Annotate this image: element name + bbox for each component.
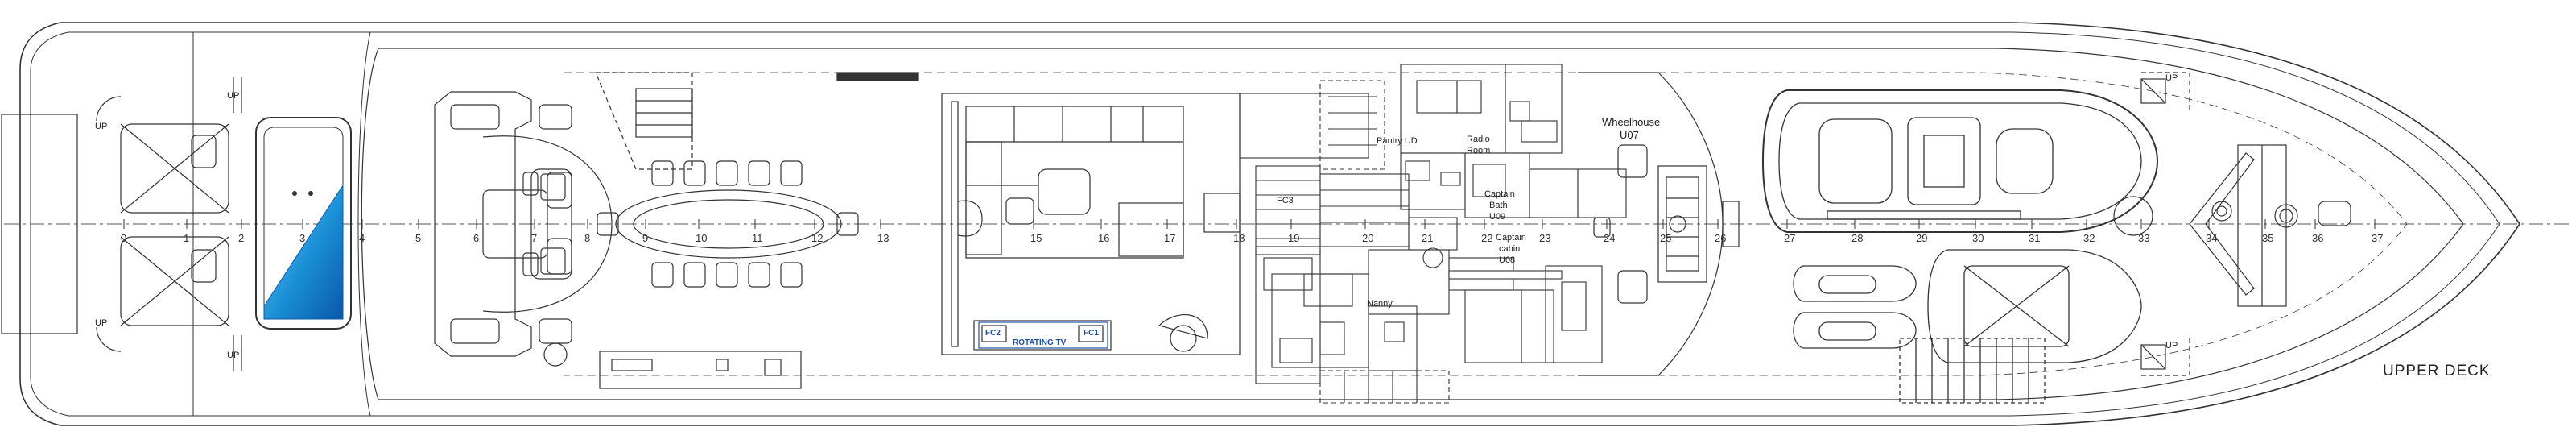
wheelhouse bbox=[1578, 72, 1740, 376]
room-code-wheelhouse: U07 bbox=[1620, 129, 1639, 141]
aft-stairs-bar bbox=[543, 72, 919, 389]
up-label: UP bbox=[227, 351, 239, 360]
frame-number: 12 bbox=[811, 232, 823, 244]
frame-number: 1 bbox=[184, 232, 189, 244]
room-label-radio-2: Room bbox=[1467, 146, 1490, 156]
frame-number: 34 bbox=[2206, 232, 2217, 244]
frame-number: 13 bbox=[877, 232, 889, 244]
aft-lounge bbox=[434, 91, 613, 357]
dining-area bbox=[597, 160, 859, 288]
room-code-captain-cabin: U08 bbox=[1499, 255, 1515, 265]
frame-number: 29 bbox=[1916, 232, 1927, 244]
rotating-tv-label: ROTATING TV bbox=[1013, 338, 1067, 347]
frame-number: 17 bbox=[1164, 232, 1175, 244]
frame-number: 11 bbox=[752, 232, 763, 244]
frame-number: 8 bbox=[584, 232, 590, 244]
frame-number: 25 bbox=[1660, 232, 1671, 244]
stern-area bbox=[1, 77, 242, 371]
up-arrow-labels: UP UP UP UP UP UP bbox=[95, 73, 2178, 360]
frame-number: 18 bbox=[1233, 232, 1245, 244]
frame-number: 5 bbox=[415, 232, 421, 244]
fc1-label: FC1 bbox=[1084, 329, 1099, 338]
frame-number: 26 bbox=[1715, 232, 1726, 244]
room-label-captain-cabin: Captain bbox=[1496, 233, 1526, 243]
crew-area bbox=[1319, 64, 1627, 404]
frame-number: 20 bbox=[1362, 232, 1373, 244]
room-label-pantry: Pantry UD bbox=[1377, 136, 1418, 146]
frame-number: 33 bbox=[2138, 232, 2149, 244]
frame-number: 4 bbox=[359, 232, 365, 244]
frame-number: 23 bbox=[1539, 232, 1550, 244]
frame-number: 24 bbox=[1604, 232, 1615, 244]
room-label-radio: Radio bbox=[1467, 135, 1490, 144]
frame-number: 0 bbox=[121, 232, 126, 244]
frame-number: 9 bbox=[642, 232, 648, 244]
frame-number: 31 bbox=[2029, 232, 2040, 244]
foredeck bbox=[2113, 72, 2351, 376]
fc3-label: FC3 bbox=[1277, 196, 1294, 205]
frame-number: 7 bbox=[531, 232, 537, 244]
hull-outline bbox=[19, 22, 2520, 426]
up-label: UP bbox=[2165, 341, 2178, 351]
frame-number: 3 bbox=[299, 232, 305, 244]
up-label: UP bbox=[227, 91, 239, 101]
frame-number: 16 bbox=[1098, 232, 1109, 244]
frame-number: 15 bbox=[1030, 232, 1042, 244]
central-stairs bbox=[1239, 80, 1450, 384]
frame-number: 37 bbox=[2372, 232, 2383, 244]
frame-number: 32 bbox=[2083, 232, 2095, 244]
frame-number: 21 bbox=[1422, 232, 1433, 244]
room-label-captain-cabin-2: cabin bbox=[1499, 244, 1520, 254]
up-label: UP bbox=[2165, 73, 2178, 83]
tender-garage bbox=[1761, 89, 2159, 404]
up-label: UP bbox=[95, 318, 107, 328]
up-label: UP bbox=[95, 122, 107, 131]
room-code-captain-bath: U09 bbox=[1489, 212, 1505, 222]
frame-number: 36 bbox=[2312, 232, 2323, 244]
rotating-tv-panel bbox=[978, 321, 1108, 349]
pool bbox=[255, 117, 352, 330]
salon bbox=[941, 93, 1241, 355]
fc2-label: FC2 bbox=[985, 329, 1001, 338]
frame-number: 10 bbox=[696, 232, 707, 244]
room-label-nanny: Nanny bbox=[1367, 299, 1393, 309]
frame-number: 28 bbox=[1852, 232, 1863, 244]
frame-number: 22 bbox=[1481, 232, 1492, 244]
room-label-captain-bath: Captain bbox=[1484, 189, 1515, 199]
frame-number: 35 bbox=[2262, 232, 2273, 244]
deck-title: UPPER DECK bbox=[2383, 363, 2491, 380]
frame-number: 19 bbox=[1288, 232, 1299, 244]
frame-number: 30 bbox=[1972, 232, 1984, 244]
room-label-captain-bath-2: Bath bbox=[1489, 201, 1508, 210]
frame-number: 2 bbox=[238, 232, 244, 244]
room-label-wheelhouse: Wheelhouse bbox=[1602, 116, 1660, 128]
frame-number: 6 bbox=[473, 232, 479, 244]
frame-number: 27 bbox=[1784, 232, 1795, 244]
